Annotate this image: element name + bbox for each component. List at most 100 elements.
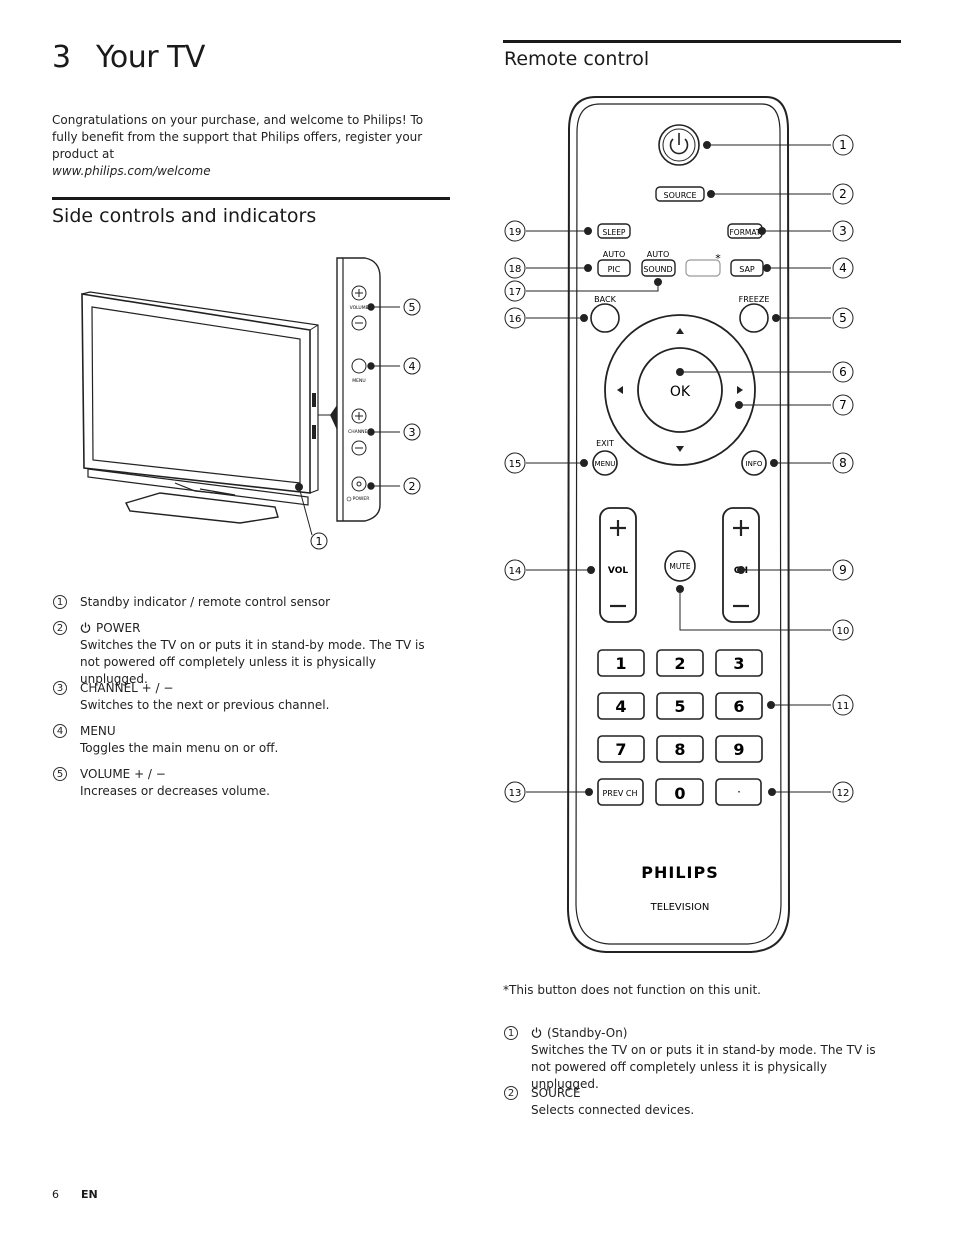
svg-text:16: 16: [509, 314, 522, 325]
section-rule: [503, 40, 901, 43]
side-callout-3: 3: [409, 426, 416, 439]
ok-button: OK: [670, 384, 691, 400]
item-description: Switches the TV on or puts it in stand-b…: [531, 1043, 876, 1091]
footnote: *This button does not function on this u…: [503, 983, 761, 997]
back-label: BACK: [594, 295, 616, 304]
intro-paragraph: Congratulations on your purchase, and we…: [52, 112, 442, 180]
panel-volume-label: VOLUME: [350, 305, 369, 311]
svg-text:9: 9: [839, 563, 847, 577]
remote-callout-18: 18: [504, 257, 526, 279]
power-button: [658, 124, 700, 166]
tv-body: [81, 291, 319, 524]
register-url[interactable]: www.philips.com/welcome: [52, 164, 211, 178]
remote-callout-13: 13: [504, 781, 526, 803]
side-callout-4: 4: [409, 360, 416, 373]
remote-callout-12: 12: [832, 781, 854, 803]
svg-text:4: 4: [839, 261, 847, 275]
remote-callout-11: 11: [832, 694, 854, 716]
intro-text: Congratulations on your purchase, and we…: [52, 113, 424, 161]
chapter-title-text: Your TV: [96, 40, 205, 75]
panel-power-label: POWER: [353, 496, 370, 502]
freeze-label: FREEZE: [739, 295, 770, 304]
svg-text:15: 15: [509, 459, 522, 470]
side-panel-zoom: VOLUME MENU CHANNEL POWER: [318, 257, 381, 522]
svg-text:11: 11: [837, 701, 850, 712]
item-title: MENU: [80, 724, 116, 738]
item-number: 1: [53, 595, 67, 609]
dot-key: ·: [737, 785, 741, 799]
remote-illustration: SOURCE SLEEP FORMAT AUTO PIC AUTO SOUND …: [504, 96, 854, 953]
item-number: 4: [53, 724, 67, 738]
item-title: POWER: [80, 620, 140, 637]
exit-label: EXIT: [596, 439, 614, 448]
item-title: Standby indicator / remote control senso…: [80, 595, 331, 609]
digit-0-key: 0: [674, 784, 685, 803]
svg-text:9: 9: [733, 740, 744, 759]
item-number: 2: [504, 1086, 518, 1100]
svg-text:2: 2: [839, 187, 847, 201]
digit-1-key: 1: [597, 649, 645, 677]
digit-6-key: 6: [715, 692, 763, 720]
item-description: Switches to the next or previous channel…: [80, 698, 330, 712]
asterisk-mark: *: [715, 252, 721, 265]
remote-callout-1: 1: [832, 134, 854, 156]
panel-menu-label: MENU: [352, 378, 365, 384]
remote-items-list: 1 (Standby-On) Switches the TV on or put…: [504, 1025, 904, 1125]
svg-text:6: 6: [839, 365, 847, 379]
side-controls-heading: Side controls and indicators: [52, 205, 317, 227]
remote-callout-7: 7: [832, 394, 854, 416]
auto-sound-label: AUTO: [647, 250, 670, 259]
svg-text:5: 5: [839, 311, 847, 325]
svg-text:4: 4: [615, 697, 626, 716]
digit-9-key: 9: [715, 735, 763, 763]
svg-text:19: 19: [509, 227, 522, 238]
svg-text:2: 2: [674, 654, 685, 673]
item-title: CHANNEL + / −: [80, 681, 174, 695]
tv-side-illustration: VOLUME MENU CHANNEL POWER 5 4 3 2 1: [81, 257, 421, 550]
pic-button: PIC: [608, 265, 621, 274]
brand-logo: PHILIPS: [641, 863, 718, 882]
channel-rocker: [722, 507, 760, 623]
digit-8-key: 8: [656, 735, 704, 763]
remote-callout-3: 3: [832, 220, 854, 242]
digit-2-key: 2: [656, 649, 704, 677]
remote-callout-2: 2: [832, 183, 854, 205]
svg-text:7: 7: [615, 740, 626, 759]
svg-text:10: 10: [837, 626, 850, 637]
auto-pic-label: AUTO: [603, 250, 626, 259]
remote-callout-14: 14: [504, 559, 526, 581]
section-rule: [52, 197, 450, 200]
remote-callout-lines: [526, 141, 831, 796]
svg-text:18: 18: [509, 264, 522, 275]
digit-4-key: 4: [597, 692, 645, 720]
svg-text:1: 1: [839, 138, 847, 152]
remote-callout-19: 19: [504, 220, 526, 242]
svg-text:1: 1: [615, 654, 626, 673]
power-icon: [531, 1027, 542, 1038]
vol-label: VOL: [608, 566, 628, 576]
svg-text:3: 3: [733, 654, 744, 673]
digit-5-key: 5: [656, 692, 704, 720]
sap-button: SAP: [739, 265, 755, 274]
prev-ch-button: PREV CH: [602, 789, 637, 798]
remote-callout-10: 10: [832, 619, 854, 641]
side-callout-lines: [298, 303, 400, 536]
source-button: SOURCE: [663, 191, 696, 200]
volume-rocker: [599, 507, 637, 623]
item-description: Selects connected devices.: [531, 1103, 695, 1117]
svg-text:8: 8: [839, 456, 847, 470]
format-button: FORMAT: [729, 228, 760, 237]
remote-callout-4: 4: [832, 257, 854, 279]
remote-callout-8: 8: [832, 452, 854, 474]
item-number: 5: [53, 767, 67, 781]
remote-control-heading: Remote control: [504, 48, 650, 70]
svg-text:13: 13: [509, 788, 522, 799]
mute-button: MUTE: [669, 562, 691, 571]
svg-text:6: 6: [733, 697, 744, 716]
item-number: 1: [504, 1026, 518, 1040]
power-icon: [80, 622, 91, 633]
item-number: 2: [53, 621, 67, 635]
svg-text:8: 8: [674, 740, 685, 759]
